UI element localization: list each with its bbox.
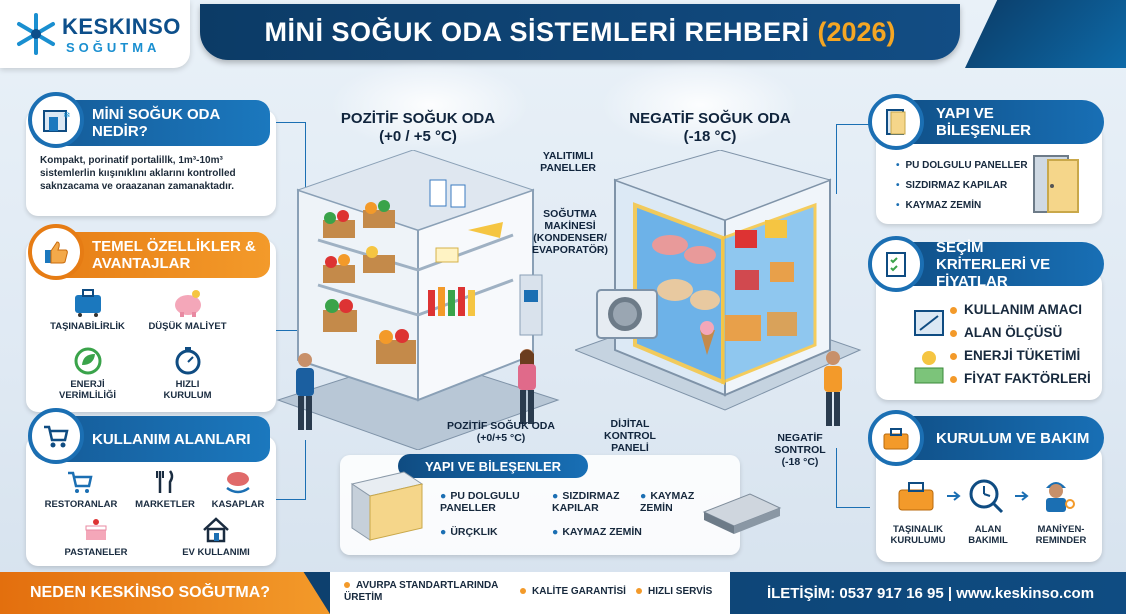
page-title-bar: MİNİ SOĞUK ODA SİSTEMLERİ REHBERİ (2026) [200,4,960,60]
brand-subtitle: SOĞUTMA [66,40,161,55]
feature-fast-install: HIZLI KURULUM [140,346,235,401]
header: KESKINSO SOĞUTMA MİNİ SOĞUK ODA SİSTEMLE… [0,0,1126,70]
area-measure-icon [914,310,944,336]
leaf-cycle-icon [74,347,101,375]
install-step-1: TAŞINALIK KURULUMU [890,524,946,546]
person-figure [518,349,536,424]
cart-icon [68,471,93,493]
ceiling-light-glow [600,60,800,150]
install-title: KURULUM VE BAKIM [936,429,1090,447]
right-structure-title: YAPI VE BİLEŞENLER [936,105,1032,139]
snowflake-icon [17,13,55,55]
clock-search-icon [969,479,1004,514]
door-panel-icon [868,94,924,150]
connector-line [276,440,306,500]
structure-panel-title: YAPI VE BİLEŞENLER [398,454,588,478]
luggage-icon [74,289,101,317]
footer-point-standards: AVURPA STANDARTLARINDA ÜRETİM [344,580,499,603]
clipboard-check-icon [868,236,924,292]
connector-line [276,330,306,331]
usage-home: EV KULLANIMI [156,516,276,558]
why-keskinso: NEDEN KESKİNSO SOĞUTMA? [0,572,330,614]
right-structure-header: YAPI VE BİLEŞENLER [868,94,1104,150]
criteria-header: SEÇİM KRİTERLERİ VE FİYATLAR [868,236,1104,292]
thumbs-up-icon [28,224,84,280]
page-title: MİNİ SOĞUK ODA SİSTEMLERİ REHBERİ [264,16,810,47]
structure-item-sealed-doors: ●SIZDIRMAZ KAPILAR [552,490,620,514]
negative-cold-room-illustration [575,150,862,411]
usage-butchers: KASAPLAR [198,468,278,510]
arrow-right-icon [1015,491,1029,501]
ceiling-light-glow [330,60,530,150]
header-decoration [965,0,1126,68]
structure-item-non-slip-floor: ●KAYMAZ ZEMİN [640,490,695,514]
arrow-right-icon [947,491,961,501]
label-cooling-machine: SOĞUTMA MAKİNESİ (KONDENSER/ EVAPORATÖR) [531,208,609,256]
right-structure-item: PU DOLGULU PANELLER [896,160,1028,171]
feature-low-cost: DÜŞÜK MALİYET [140,288,235,332]
floor-plate [702,493,782,534]
install-step-2: ALAN BAKIMIL [968,524,1008,546]
usage-header: KULLANIM ALANLARI [28,408,270,464]
criteria-item-energy: ENERJİ TÜKETİMİ [950,348,1080,363]
insulated-panel-block [350,471,424,541]
usage-pastry-shops: PASTANELER [36,516,156,558]
install-header: KURULUM VE BAKIM [868,410,1104,466]
footer-point-quality: KALİTE GARANTİSİ [520,586,640,598]
positive-cold-room-illustration [276,150,560,450]
footer-point-service: HIZLI SERVİS [636,586,726,598]
what-is-header: ❄ MİNİ SOĞUK ODA NEDİR? [28,92,270,148]
structure-item-pu-panels: ●PU DOLGULU PANELLER [440,490,520,514]
cutlery-icon [156,470,174,493]
label-insulated-panels: YALITIMLI PANELLER [540,150,596,174]
house-icon [203,517,229,543]
door-icon [1033,155,1079,213]
contact-info[interactable]: İLETİŞİM: 0537 917 16 95 | www.keskinso.… [766,584,1095,602]
label-digital-control: DİJİTAL KONTROL PANELİ [604,418,656,454]
svg-text:❄: ❄ [63,111,71,121]
install-step-3: MANİYEN-REMINDER [1035,524,1087,546]
negative-room-title: NEGATİF SOĞUK ODA (-18 °C) [629,110,791,145]
connector-line [276,122,306,192]
toolbox-icon [898,482,934,511]
brand-logo[interactable]: KESKINSO SOĞUTMA [0,0,190,68]
features-title: TEMEL ÖZELLİKLER & AVANTAJLAR [92,238,256,272]
what-is-description: Kompakt, porinatif portalillk, 1m³-10m³ … [40,155,236,192]
criteria-card [876,272,1102,400]
person-figure [296,353,314,430]
features-header: TEMEL ÖZELLİKLER & AVANTAJLAR [28,224,270,280]
connector-line [836,124,870,194]
usage-markets: MARKETLER [120,468,210,510]
piggy-bank-icon [174,290,201,317]
toolbox-icon [868,410,924,466]
meat-icon [226,472,250,494]
page-title-year: (2026) [817,16,896,47]
feature-portability: TAŞINABİLİRLİK [40,288,135,332]
shopping-cart-icon [28,408,84,464]
criteria-title: SEÇİM KRİTERLERİ VE FİYATLAR [936,238,1051,290]
cake-icon [85,519,107,540]
criteria-item-purpose: KULLANIM AMACI [950,302,1082,317]
label-negative-bottom: NEGATİF SONTROL (-18 °C) [774,432,826,468]
right-structure-item: KAYMAZ ZEMİN [896,200,982,211]
feature-energy-efficiency: ENERJİ VERİMLİLİĞİ [40,346,135,401]
person-figure [824,351,842,426]
brand-name: KESKINSO [62,14,181,39]
what-is-title: MİNİ SOĞUK ODA NEDİR? [92,106,220,140]
right-structure-item: SIZDIRMAZ KAPILAR [896,180,1008,191]
criteria-item-price: FİYAT FAKTÖRLERİ [950,371,1091,386]
positive-room-title: POZİTİF SOĞUK ODA (+0 / +5 °C) [340,110,496,145]
footer-points [330,572,730,614]
technician-icon [1046,482,1075,512]
structure-item-extra: ●ÜRÇKLIK [440,526,498,538]
cold-room-icon: ❄ [28,92,84,148]
money-icon [914,351,944,384]
usage-title: KULLANIM ALANLARI [92,430,251,448]
connector-line [836,448,870,508]
stopwatch-icon [175,347,200,375]
usage-restaurants: RESTORANLAR [36,468,126,510]
label-positive-bottom: POZİTİF SOĞUK ODA (+0/+5 °C) [447,420,555,444]
criteria-item-area: ALAN ÖLÇÜSÜ [950,325,1062,340]
structure-item-non-slip-floor-2: ●KAYMAZ ZEMİN [552,526,642,538]
